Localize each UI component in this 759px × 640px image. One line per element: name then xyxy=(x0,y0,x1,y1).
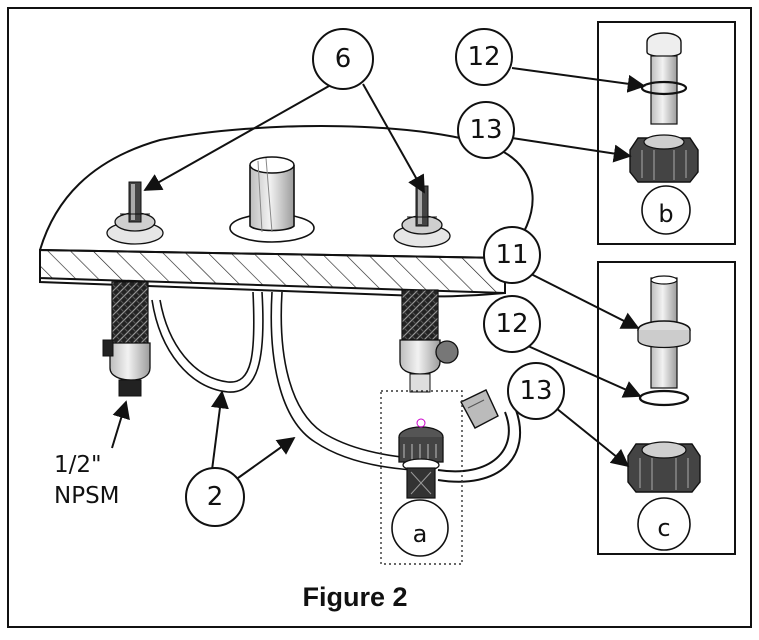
spout-post xyxy=(229,156,315,243)
callout-6-label: 6 xyxy=(335,44,352,74)
detail-c-letter: c xyxy=(657,514,670,542)
detail-b: b xyxy=(597,21,736,245)
detail-a-letter: a xyxy=(413,520,428,548)
tube-end-icon xyxy=(646,32,682,58)
callout-b-13: 13 xyxy=(457,101,632,163)
thread-size-text: 1/2" xyxy=(54,452,102,478)
detail-a: a xyxy=(380,390,463,565)
callout-b-12: 12 xyxy=(455,28,646,93)
callout-c-11: 11 xyxy=(483,226,640,329)
callout-b-12-label: 12 xyxy=(467,42,500,72)
callout-b-13-label: 13 xyxy=(469,115,502,145)
detail-c: c xyxy=(597,261,736,555)
thread-type-text: NPSM xyxy=(54,483,120,509)
hose-nut-icon xyxy=(460,389,499,429)
callout-c-13-label: 13 xyxy=(519,376,552,406)
callout-c-12: 12 xyxy=(483,295,642,398)
valve-knob-icon xyxy=(435,340,459,364)
figure-caption: Figure 2 xyxy=(302,582,407,612)
callout-6: 6 xyxy=(143,28,425,194)
thread-spec-label: 1/2" NPSM xyxy=(54,400,130,509)
left-supply-hose xyxy=(102,281,151,397)
valve-stem-right xyxy=(393,185,451,248)
outlet-hose xyxy=(437,389,522,483)
callout-c-13: 13 xyxy=(507,362,630,468)
detail-b-letter: b xyxy=(658,200,673,228)
o-ring-icon-c xyxy=(638,389,690,407)
right-supply-hose xyxy=(399,289,459,393)
callout-2-label: 2 xyxy=(207,482,224,512)
valve-stem-left xyxy=(106,181,164,245)
callout-c-12-label: 12 xyxy=(495,309,528,339)
spout-top xyxy=(249,156,295,174)
callout-c-11-label: 11 xyxy=(495,240,528,270)
callout-2: 2 xyxy=(185,390,296,527)
